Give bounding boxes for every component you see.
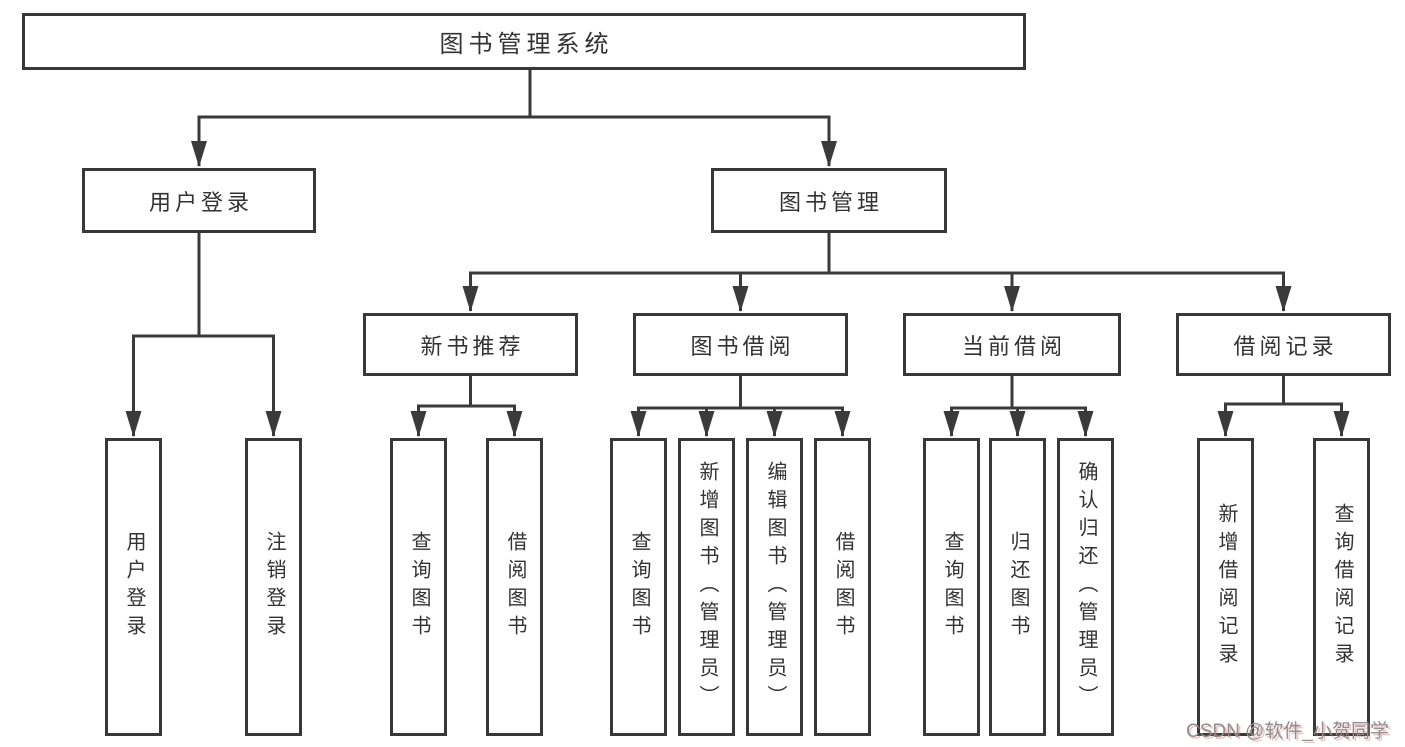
node-label: 图书管理 bbox=[778, 189, 883, 215]
connector-user-login-children bbox=[125, 233, 282, 437]
leaf-query-books-borrowing: 查询图书 bbox=[610, 438, 667, 736]
leaf-return-books: 归还图书 bbox=[989, 438, 1046, 736]
leaf-label: 新增图书（管理员） bbox=[696, 461, 718, 713]
node-user-login: 用户登录 bbox=[82, 168, 316, 233]
leaf-label: 查询图书 bbox=[628, 531, 650, 643]
leaf-label: 注销登录 bbox=[263, 531, 285, 643]
leaf-borrow-books: 借阅图书 bbox=[814, 438, 871, 736]
leaf-label: 用户登录 bbox=[123, 531, 145, 643]
connector-root-to-level2 bbox=[191, 70, 837, 167]
leaf-query-borrowing-record: 查询借阅记录 bbox=[1313, 438, 1370, 736]
connector-book-borrowing-children bbox=[630, 376, 851, 437]
leaf-query-books-current: 查询图书 bbox=[923, 438, 980, 736]
leaf-add-borrowing-record: 新增借阅记录 bbox=[1197, 438, 1254, 736]
leaf-label: 归还图书 bbox=[1007, 531, 1029, 643]
leaf-user-login: 用户登录 bbox=[105, 438, 162, 736]
leaf-label: 借阅图书 bbox=[832, 531, 854, 643]
node-label: 当前借阅 bbox=[961, 333, 1066, 359]
connector-borrowing-records-children bbox=[1217, 376, 1350, 437]
node-borrowing-records: 借阅记录 bbox=[1176, 313, 1391, 376]
node-label: 图书管理系统 bbox=[439, 31, 614, 58]
node-label: 用户登录 bbox=[148, 189, 253, 215]
node-label: 新书推荐 bbox=[420, 333, 525, 359]
watermark-text: CSDN @软件_小贺同学 bbox=[1186, 721, 1389, 742]
leaf-label: 确认归还（管理员） bbox=[1075, 461, 1097, 713]
leaf-logout: 注销登录 bbox=[245, 438, 302, 736]
node-book-borrowing: 图书借阅 bbox=[633, 313, 848, 376]
leaf-confirm-return-admin: 确认归还（管理员） bbox=[1057, 438, 1114, 736]
node-label: 图书借阅 bbox=[690, 333, 795, 359]
node-new-book-recommendation: 新书推荐 bbox=[363, 313, 578, 376]
connector-new-book-recommendation-children bbox=[410, 376, 523, 437]
node-book-management: 图书管理 bbox=[711, 168, 947, 233]
node-label: 借阅记录 bbox=[1233, 333, 1338, 359]
node-current-borrowing: 当前借阅 bbox=[903, 313, 1121, 376]
leaf-add-books-admin: 新增图书（管理员） bbox=[678, 438, 735, 736]
leaf-label: 查询借阅记录 bbox=[1331, 503, 1353, 671]
leaf-label: 查询图书 bbox=[408, 531, 430, 643]
leaf-label: 借阅图书 bbox=[504, 531, 526, 643]
leaf-label: 查询图书 bbox=[941, 531, 963, 643]
connector-book-management-to-level3 bbox=[462, 233, 1292, 312]
leaf-query-books-recommendation: 查询图书 bbox=[390, 438, 447, 736]
connector-current-borrowing-children bbox=[943, 376, 1094, 437]
leaf-label: 新增借阅记录 bbox=[1215, 503, 1237, 671]
leaf-label: 编辑图书（管理员） bbox=[764, 461, 786, 713]
leaf-edit-books-admin: 编辑图书（管理员） bbox=[746, 438, 803, 736]
leaf-borrow-books-recommendation: 借阅图书 bbox=[486, 438, 543, 736]
node-library-management-system: 图书管理系统 bbox=[22, 13, 1026, 70]
